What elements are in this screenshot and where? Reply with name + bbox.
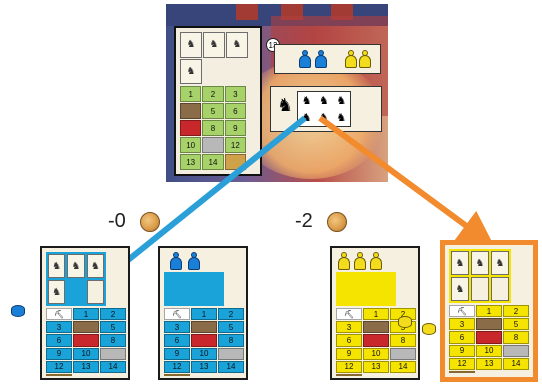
cost-label-blue: -0 bbox=[108, 210, 126, 233]
coin-icon bbox=[140, 212, 160, 232]
pickaxe-icon: ⛏ bbox=[46, 308, 72, 320]
coin-icon bbox=[327, 212, 347, 232]
grid-cell: 13 bbox=[191, 361, 217, 373]
cost-label-yellow: -2 bbox=[295, 210, 313, 233]
grid-cell: 8 bbox=[218, 334, 244, 346]
yellow-pawn bbox=[338, 252, 350, 270]
grid-cell bbox=[476, 318, 502, 330]
knight-icon: ♞ bbox=[491, 251, 509, 275]
grid-cell: 9 bbox=[449, 345, 475, 357]
grid-cell: 6 bbox=[46, 334, 72, 346]
grid-cell: 1 bbox=[476, 305, 502, 317]
grid-cell: 3 bbox=[336, 321, 362, 333]
grid-cell: 3 bbox=[164, 321, 190, 333]
grid-cell: 12 bbox=[449, 358, 475, 370]
grid-cell: 8 bbox=[390, 334, 416, 346]
grid-cell: 12 bbox=[336, 361, 362, 373]
grid-cell: 13 bbox=[73, 361, 99, 373]
grid-cell: 14 bbox=[218, 361, 244, 373]
grid-cell bbox=[336, 374, 362, 376]
blue-board-after: ⛏123568910121314 bbox=[158, 246, 248, 380]
grid-cell: 2 bbox=[100, 308, 126, 320]
grid-cell: 10 bbox=[73, 348, 99, 360]
grid-cell: 3 bbox=[449, 318, 475, 330]
grid-cell bbox=[100, 348, 126, 360]
grid-cell: 12 bbox=[46, 361, 72, 373]
knight-icon: ♞ bbox=[48, 254, 65, 278]
knight-icon: ♞ bbox=[87, 254, 104, 278]
empty-slot bbox=[491, 277, 509, 301]
grid-cell bbox=[191, 334, 217, 346]
blue-area bbox=[164, 272, 224, 306]
pickaxe-icon: ⛏ bbox=[449, 305, 475, 317]
blue-disc bbox=[11, 305, 25, 317]
yellow-area bbox=[336, 272, 396, 306]
grid-cell: 8 bbox=[503, 331, 529, 343]
grid-cell: 6 bbox=[449, 331, 475, 343]
pickaxe-icon: ⛏ bbox=[164, 308, 190, 320]
grid-cell: 1 bbox=[363, 308, 389, 320]
blue-pawn bbox=[170, 252, 182, 270]
yellow-pawn bbox=[354, 252, 366, 270]
grid-cell bbox=[363, 321, 389, 333]
grid-cell bbox=[73, 334, 99, 346]
grid-cell: 14 bbox=[390, 361, 416, 373]
grid-cell: 10 bbox=[476, 345, 502, 357]
empty-slot bbox=[471, 277, 489, 301]
knight-icon: ♞ bbox=[451, 277, 469, 301]
grid-cell: 2 bbox=[503, 305, 529, 317]
knight-icon: ♞ bbox=[48, 280, 65, 304]
grid-cell: 14 bbox=[100, 361, 126, 373]
grid-cell: 10 bbox=[363, 348, 389, 360]
yellow-disc bbox=[422, 323, 436, 335]
grid-cell: 9 bbox=[336, 348, 362, 360]
grid-cell: 8 bbox=[100, 334, 126, 346]
grid-cell: 1 bbox=[73, 308, 99, 320]
grid-cell: 5 bbox=[100, 321, 126, 333]
knight-icon: ♞ bbox=[451, 251, 469, 275]
grid-cell: 13 bbox=[476, 358, 502, 370]
yellow-board-before: ⛏123568910121314 bbox=[330, 246, 420, 380]
grid-cell: 12 bbox=[164, 361, 190, 373]
empty-slot bbox=[87, 280, 104, 304]
grid-cell: 5 bbox=[218, 321, 244, 333]
grid-cell: 14 bbox=[503, 358, 529, 370]
grid-cell bbox=[73, 321, 99, 333]
grid-cell: 13 bbox=[363, 361, 389, 373]
knight-slots: ♞ ♞ ♞ ♞ bbox=[449, 249, 511, 303]
grid-cell bbox=[449, 371, 475, 373]
grid-cell: 6 bbox=[164, 334, 190, 346]
knight-slots: ♞ ♞ ♞ ♞ bbox=[46, 252, 106, 306]
knight-icon: ♞ bbox=[471, 251, 489, 275]
empty-slot bbox=[67, 280, 84, 304]
blue-pawn bbox=[188, 252, 200, 270]
grid-cell bbox=[363, 334, 389, 346]
grid-cell bbox=[191, 321, 217, 333]
grid-cell: 9 bbox=[46, 348, 72, 360]
grid-cell: 9 bbox=[164, 348, 190, 360]
yellow-disc bbox=[398, 316, 412, 328]
grid-cell bbox=[164, 374, 190, 376]
yellow-pawn bbox=[370, 252, 382, 270]
knight-icon: ♞ bbox=[67, 254, 84, 278]
grid-cell: 3 bbox=[46, 321, 72, 333]
grid-cell: 6 bbox=[336, 334, 362, 346]
grid-cell: 1 bbox=[191, 308, 217, 320]
pickaxe-icon: ⛏ bbox=[336, 308, 362, 320]
grid-cell: 5 bbox=[503, 318, 529, 330]
grid-cell bbox=[476, 331, 502, 343]
grid-cell bbox=[390, 348, 416, 360]
grid-cell bbox=[218, 348, 244, 360]
grid-cell bbox=[46, 374, 72, 376]
grid-cell: 2 bbox=[218, 308, 244, 320]
grid-cell bbox=[503, 345, 529, 357]
grid-cell: 10 bbox=[191, 348, 217, 360]
